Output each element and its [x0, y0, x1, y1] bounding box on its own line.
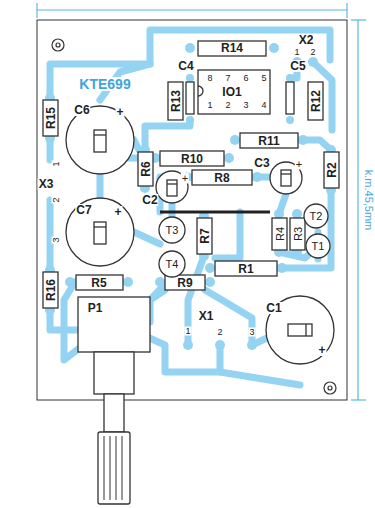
part-name: R10	[180, 153, 204, 165]
part-name: R2	[326, 161, 338, 178]
part-name: R15	[45, 106, 57, 130]
pin-number: 2	[309, 48, 316, 57]
part-name: R11	[257, 135, 280, 147]
part-name: R13	[170, 89, 182, 113]
polarity-mark: +	[115, 106, 124, 118]
pin-number: 2	[52, 196, 61, 203]
part-name: R16	[45, 278, 57, 302]
part-name: R7	[199, 227, 211, 244]
part-name: R1	[237, 263, 254, 275]
pin-number: 1	[52, 160, 61, 167]
knob-grooves	[104, 436, 122, 500]
pin-number: 7	[224, 74, 231, 83]
pin-number: 2	[224, 101, 231, 110]
dimension-text: k.m.45,5mm	[363, 169, 374, 232]
polarity-mark: +	[317, 344, 326, 356]
pin-number: 1	[293, 48, 300, 57]
part-name: C5	[289, 60, 306, 72]
pin-number: 5	[260, 74, 267, 83]
board-code: KTE699	[78, 77, 131, 91]
connector-name: X3	[38, 178, 55, 190]
capacitor-symbols	[94, 86, 312, 336]
pin-number: 1	[184, 327, 191, 336]
part-name: C3	[253, 157, 270, 169]
pin-number: 4	[260, 101, 267, 110]
part-name: C1	[265, 302, 282, 314]
wire-link	[160, 211, 270, 214]
part-name: C7	[75, 204, 92, 216]
pin-number: 8	[206, 74, 213, 83]
part-name: T3	[165, 225, 180, 236]
part-name: T4	[165, 259, 180, 270]
part-name: R4	[274, 226, 285, 242]
connector-name: X2	[298, 34, 315, 46]
component-outlines	[43, 41, 339, 504]
part-name: R8	[213, 172, 230, 184]
part-name: R5	[90, 277, 107, 289]
part-name: R3	[292, 226, 303, 242]
part-name: C2	[141, 194, 158, 206]
pin-number: 2	[216, 328, 223, 337]
part-name: R14	[220, 42, 244, 54]
mounting-holes	[52, 39, 336, 394]
pin-number: 3	[248, 328, 255, 337]
part-name: C6	[73, 104, 90, 116]
part-name: T1	[311, 241, 326, 252]
pin-number: 3	[242, 101, 249, 110]
part-name: T2	[309, 211, 324, 222]
polarity-mark: +	[113, 206, 122, 218]
pin-number: 3	[52, 236, 61, 243]
pin-number: 1	[206, 101, 213, 110]
part-name: IO1	[221, 86, 242, 98]
pin-number: 6	[242, 74, 249, 83]
part-name: C4	[177, 60, 194, 72]
connector-name: X1	[198, 310, 215, 322]
polarity-mark: +	[181, 173, 189, 184]
part-name: R6	[140, 160, 152, 177]
part-name: R12	[310, 89, 322, 113]
polarity-mark: +	[295, 159, 303, 170]
part-name: P1	[87, 302, 104, 314]
part-name: R9	[176, 277, 193, 289]
dimension-lines	[37, 3, 366, 400]
board-outline	[37, 20, 347, 400]
